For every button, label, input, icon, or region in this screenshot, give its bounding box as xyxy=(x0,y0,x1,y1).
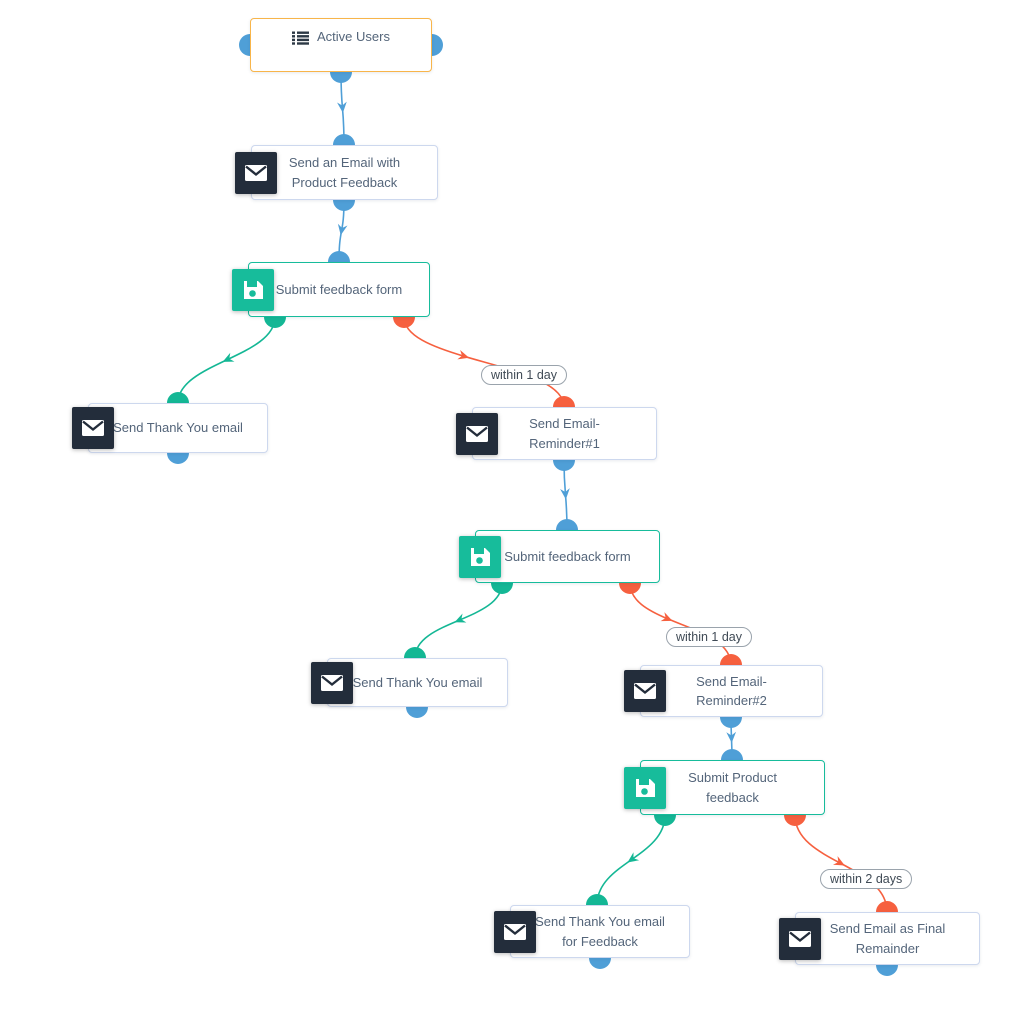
node-label: Submit feedback form xyxy=(504,548,631,564)
edge-connector-red xyxy=(794,814,888,913)
node-send-final-reminder[interactable]: Send Email as Final Remainder xyxy=(779,912,980,965)
edge-connector-blue xyxy=(560,459,570,531)
edge-connector-blue xyxy=(337,71,347,146)
email-icon xyxy=(624,670,666,712)
email-icon xyxy=(235,151,277,194)
node-label: Send Thank You email xyxy=(352,674,483,690)
node-label: Submit Product feedback xyxy=(688,770,777,805)
node-send-email-product-feedback[interactable]: Send an Email with Product Feedback xyxy=(235,145,438,200)
node-send-email-reminder-1[interactable]: Send Email- Reminder#1 xyxy=(456,407,657,460)
delay-badge[interactable]: within 2 days xyxy=(820,869,913,889)
save-icon xyxy=(232,268,274,311)
node-label: Send Thank You email xyxy=(113,420,243,436)
node-label: Submit feedback form xyxy=(275,281,403,297)
email-icon xyxy=(72,407,114,449)
list-icon xyxy=(292,31,310,45)
edge-connector-blue xyxy=(337,199,348,263)
node-label: Send Email- Reminder#2 xyxy=(696,673,767,709)
node-label: Active Users xyxy=(317,29,390,45)
node-submit-feedback-form-2[interactable]: Submit feedback form xyxy=(459,530,660,583)
node-submit-product-feedback[interactable]: Submit Product feedback xyxy=(624,760,825,815)
delay-badge[interactable]: within 1 day xyxy=(481,365,568,385)
node-send-email-reminder-2[interactable]: Send Email- Reminder#2 xyxy=(624,665,823,717)
delay-badge[interactable]: within 1 day xyxy=(666,627,753,647)
node-label: Send an Email with Product Feedback xyxy=(288,155,401,190)
email-icon xyxy=(311,661,353,704)
edge-connector-green xyxy=(414,582,503,659)
node-send-thank-you-1[interactable]: Send Thank You email xyxy=(72,403,268,453)
email-icon xyxy=(494,910,536,953)
edge-connector-green xyxy=(177,316,276,404)
edge-connector-green xyxy=(596,814,666,906)
node-label: Send Email as Final Remainder xyxy=(829,921,946,956)
node-send-thank-you-2[interactable]: Send Thank You email xyxy=(311,658,508,707)
edge-connector-red xyxy=(403,316,565,408)
node-submit-feedback-form-1[interactable]: Submit feedback form xyxy=(232,262,430,317)
node-label: Send Email- Reminder#1 xyxy=(529,416,600,451)
email-icon xyxy=(779,917,821,960)
edge-connector-red xyxy=(629,582,732,666)
node-active-users[interactable]: Active Users xyxy=(250,18,432,72)
node-label: Send Thank You email for Feedback xyxy=(535,914,665,949)
email-icon xyxy=(456,412,498,455)
save-icon xyxy=(459,535,501,578)
node-send-thank-you-feedback[interactable]: Send Thank You email for Feedback xyxy=(494,905,690,958)
save-icon xyxy=(624,766,666,809)
